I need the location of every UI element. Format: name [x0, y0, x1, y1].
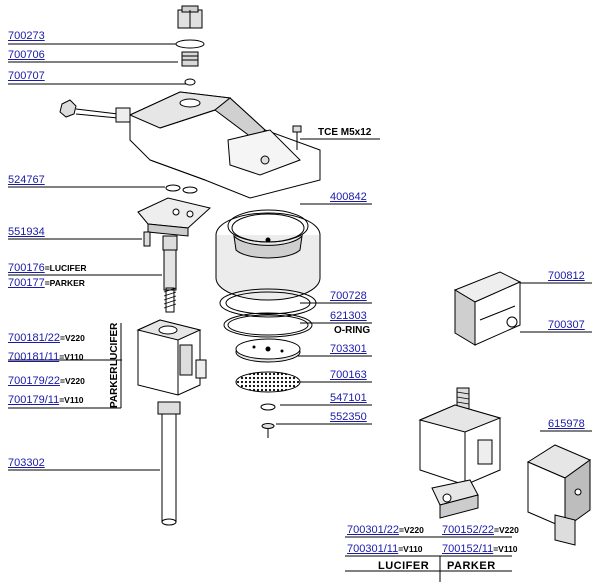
part-700179-22[interactable]: 700179/22: [8, 375, 60, 387]
label-tce: TCE M5x12: [318, 127, 372, 138]
part-700812[interactable]: 700812: [548, 270, 585, 282]
label-parker: PARKER: [447, 560, 496, 572]
part-551934[interactable]: 551934: [8, 226, 45, 238]
part-700307[interactable]: 700307: [548, 319, 585, 331]
part-703301[interactable]: 703301: [330, 343, 367, 355]
suffix-v220-b: =V220: [60, 376, 85, 386]
group-boiler-ring: [215, 209, 321, 301]
label-oring: O-RING: [334, 325, 371, 336]
part-700273[interactable]: 700273: [8, 30, 45, 42]
oring-524767: [165, 184, 198, 194]
suffix-v110-c: =V110: [398, 544, 423, 554]
shower-plate-703301: [235, 338, 301, 363]
suffix-v220-a: =V220: [60, 333, 85, 343]
vert-lucifer: LUCIFER: [109, 322, 120, 366]
shower-screen-700163: [235, 371, 301, 393]
group-head-body: [59, 91, 321, 199]
part-703302[interactable]: 703302: [8, 457, 45, 469]
part-700706[interactable]: 700706: [8, 49, 45, 61]
suffix-v220-d: =V220: [494, 525, 519, 535]
suffix-parker: =PARKER: [44, 278, 85, 288]
suffix-v110-b: =V110: [59, 395, 84, 405]
suffix-lucifer: =LUCIFER: [44, 263, 87, 273]
solenoid-valve: [418, 387, 502, 519]
part-700707[interactable]: 700707: [8, 70, 45, 82]
part-400842[interactable]: 400842: [330, 191, 367, 203]
tube-703302: [157, 401, 181, 526]
part-700152-22[interactable]: 700152/22: [442, 524, 494, 536]
vert-parker: PARKER: [109, 366, 120, 408]
part-700301-11[interactable]: 700301/11: [347, 543, 399, 555]
gaskets: [219, 288, 317, 338]
screw-552350: [260, 403, 276, 438]
suffix-v110-a: =V110: [59, 352, 84, 362]
suffix-v220-c: =V220: [399, 525, 424, 535]
part-524767[interactable]: 524767: [8, 174, 45, 186]
part-547101[interactable]: 547101: [330, 392, 367, 404]
part-700152-11[interactable]: 700152/11: [442, 543, 494, 555]
part-700179-11[interactable]: 700179/11: [8, 394, 60, 406]
part-621303[interactable]: 621303: [330, 310, 367, 322]
coil-700181: [136, 319, 207, 396]
part-615978[interactable]: 615978: [548, 418, 585, 430]
part-700181-22[interactable]: 700181/22: [8, 332, 60, 344]
valve-plate: [137, 197, 212, 313]
part-552350[interactable]: 552350: [330, 411, 367, 423]
part-700728[interactable]: 700728: [330, 290, 367, 302]
connector-615978: [526, 444, 592, 546]
part-700181-11[interactable]: 700181/11: [8, 351, 60, 363]
part-700176[interactable]: 700176: [8, 262, 45, 274]
part-700301-22[interactable]: 700301/22: [347, 524, 399, 536]
suffix-v110-d: =V110: [493, 544, 518, 554]
cap-nut-part: [175, 5, 205, 86]
part-700177[interactable]: 700177: [8, 277, 45, 289]
part-700163[interactable]: 700163: [330, 369, 367, 381]
label-lucifer: LUCIFER: [378, 560, 430, 572]
micro-switch-700812: [453, 271, 522, 346]
